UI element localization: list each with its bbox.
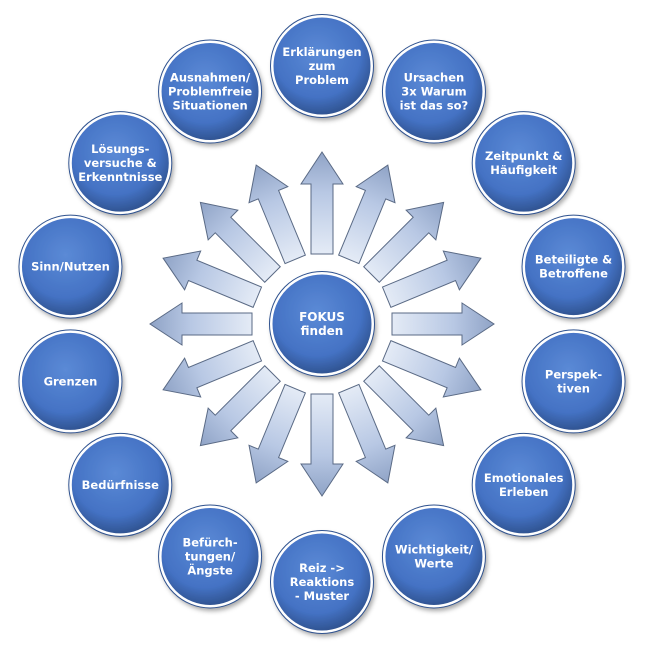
radial-arrow <box>300 393 344 497</box>
node-outline <box>158 39 263 144</box>
node-zeitpunkt-line: Häufigkeit <box>490 163 557 177</box>
node-circle <box>158 504 262 608</box>
node-outline <box>68 432 173 537</box>
node-befuerchtungen-line: Ängste <box>187 562 233 577</box>
node-befuerchtungen-line: tungen/ <box>185 549 236 563</box>
node-reiz: Reiz ->Reaktions- Muster <box>270 530 374 634</box>
node-wichtigkeit-line: Werte <box>414 556 453 570</box>
node-outline <box>270 530 374 634</box>
node-befuerchtungen-line: Befürch- <box>182 535 237 549</box>
radial-arrow <box>162 250 263 309</box>
node-circle <box>472 111 576 215</box>
node-outline <box>68 111 173 216</box>
radial-arrow <box>337 383 396 484</box>
node-loesungen: Lösungs-versuche &Erkenntnisse <box>68 111 173 216</box>
node-emotionales-line: Emotionales <box>484 471 564 485</box>
center-outline <box>269 271 375 377</box>
arrows-group <box>149 151 495 497</box>
node-sinn-line: Sinn/Nutzen <box>31 260 110 274</box>
node-grenzen-line: Grenzen <box>44 374 98 388</box>
node-wichtigkeit-line: Wichtigkeit/ <box>395 542 474 556</box>
node-reiz-line: - Muster <box>295 589 350 603</box>
node-circle <box>18 215 122 319</box>
node-outline <box>158 504 263 609</box>
center-line: FOKUS <box>299 310 345 324</box>
radial-arrow <box>300 151 344 255</box>
radial-arrow <box>199 201 281 283</box>
radial-arrow <box>248 383 307 484</box>
node-reiz-line: Reiz -> <box>299 561 345 575</box>
node-ausnahmen-line: Problemfreie <box>168 85 252 99</box>
node-perspektiven: Perspek-tiven <box>521 329 626 434</box>
node-outline <box>471 111 576 216</box>
node-circle <box>68 433 172 537</box>
node-ursachen-line: Ursachen <box>404 71 465 85</box>
node-erklaerungen-line: Erklärungen <box>282 45 361 59</box>
node-outline <box>18 329 123 434</box>
node-outline <box>521 329 626 434</box>
node-beteiligte-line: Betroffene <box>539 267 608 281</box>
node-outline <box>381 39 486 144</box>
node-emotionales-line: Erleben <box>499 485 549 499</box>
radial-arrow <box>248 164 307 265</box>
node-outline <box>381 504 486 609</box>
node-outline <box>270 14 374 118</box>
node-wichtigkeit: Wichtigkeit/Werte <box>381 504 486 609</box>
radial-arrow <box>199 365 281 447</box>
node-erklaerungen-line: zum <box>309 59 336 73</box>
node-ausnahmen-line: Situationen <box>172 99 247 113</box>
node-perspektiven-line: Perspek- <box>545 367 602 381</box>
node-circle <box>382 504 486 608</box>
node-loesungen-line: Erkenntnisse <box>78 170 162 184</box>
node-beteiligte-line: Beteiligte & <box>535 253 612 267</box>
radial-arrow <box>337 164 396 265</box>
node-circle <box>18 329 122 433</box>
node-circle <box>270 530 374 634</box>
radial-arrow <box>149 302 253 346</box>
radial-arrow <box>162 339 263 398</box>
node-sinn: Sinn/Nutzen <box>18 214 123 319</box>
node-circle <box>522 329 626 433</box>
node-beduerfnisse-line: Bedürfnisse <box>82 478 159 492</box>
node-ursachen-line: 3x Warum <box>401 85 466 99</box>
node-outline <box>471 432 576 537</box>
radial-arrow <box>381 339 482 398</box>
node-beduerfnisse: Bedürfnisse <box>68 432 173 537</box>
center-circle <box>269 271 375 377</box>
node-ausnahmen-line: Ausnahmen/ <box>170 71 251 85</box>
radial-arrow <box>391 302 495 346</box>
node-erklaerungen-line: Problem <box>295 73 349 87</box>
node-outline <box>521 214 626 319</box>
node-reiz-line: Reaktions <box>290 575 355 589</box>
node-loesungen-line: Lösungs- <box>91 142 150 156</box>
radial-arrow <box>381 250 482 309</box>
node-ursachen-line: ist das so? <box>400 99 469 113</box>
radial-arrow <box>363 365 445 447</box>
node-zeitpunkt-line: Zeitpunkt & <box>485 149 562 163</box>
node-circle <box>270 14 374 118</box>
node-circle <box>68 111 172 215</box>
node-beteiligte: Beteiligte &Betroffene <box>521 214 626 319</box>
node-circle <box>522 215 626 319</box>
node-circle <box>158 40 262 144</box>
node-grenzen: Grenzen <box>18 329 123 434</box>
node-circle <box>382 40 486 144</box>
node-circle <box>472 433 576 537</box>
node-befuerchtungen: Befürch-tungen/Ängste <box>158 504 263 609</box>
node-loesungen-line: versuche & <box>84 156 157 170</box>
radial-arrow <box>363 201 445 283</box>
node-outline <box>18 214 123 319</box>
node-zeitpunkt: Zeitpunkt &Häufigkeit <box>471 111 576 216</box>
center-line: finden <box>301 324 344 338</box>
node-perspektiven-line: tiven <box>557 381 590 395</box>
